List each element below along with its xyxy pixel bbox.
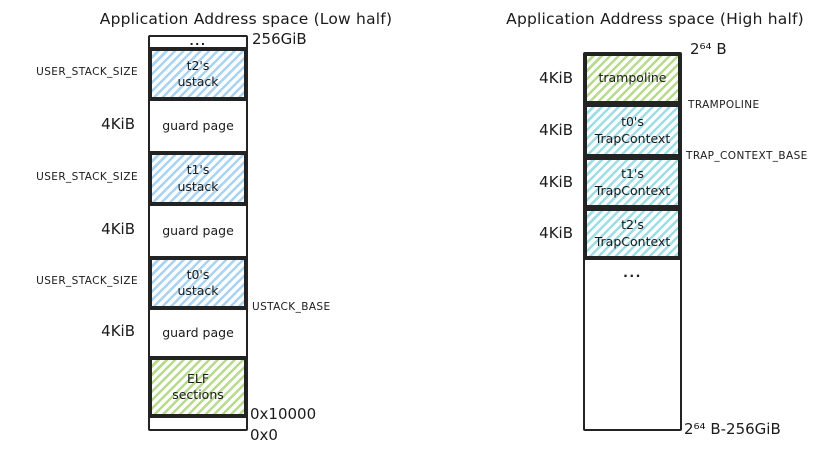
segment-t0-ustack: t0's ustack [150, 258, 246, 310]
segment-t1-trap-context: t1's TrapContext [585, 158, 680, 209]
segment-label: t2's TrapContext [594, 217, 671, 249]
address-label-0x0: 0x0 [250, 426, 278, 444]
address-label-2-64-b: 2⁶⁴ B [690, 40, 727, 58]
address-label-trap-context-base: TRAP_CONTEXT_BASE [686, 150, 808, 162]
high-half-column: trampoline t0's TrapContext t1's TrapCon… [583, 52, 682, 431]
segment-guard-page-a: guard page [150, 101, 246, 153]
low-half-column: ... t2's ustack guard page t1's ustack g… [148, 35, 248, 431]
address-label-trampoline: TRAMPOLINE [688, 99, 760, 111]
low-half-title: Application Address space (Low half) [99, 10, 393, 28]
address-label-256gib: 256GiB [252, 30, 307, 48]
address-label-ustack-base: USTACK_BASE [252, 301, 331, 313]
segment-label: t1's ustack [177, 162, 219, 194]
segment-label: ... [623, 265, 642, 280]
segment-label: t2's ustack [177, 57, 219, 89]
size-label-t2-trap: 4KiB [539, 224, 573, 242]
segment-label: trampoline [598, 70, 667, 86]
segment-trampoline: trampoline [585, 54, 680, 105]
segment-elf-sections: ELF sections [150, 358, 246, 418]
size-label-t1-trap: 4KiB [539, 173, 573, 191]
segment-ellipsis-top: ... [150, 37, 246, 49]
segment-label: t1's TrapContext [594, 166, 671, 198]
segment-bottom-gap [150, 418, 246, 429]
size-label-t0-ustack: USER_STACK_SIZE [36, 275, 138, 287]
size-label-guard-b: 4KiB [101, 220, 135, 238]
segment-t0-trap-context: t0's TrapContext [585, 105, 680, 158]
address-label-2-64-b-minus-256gib: 2⁶⁴ B-256GiB [684, 420, 781, 438]
segment-label: ELF sections [172, 370, 224, 402]
segment-t2-ustack: t2's ustack [150, 49, 246, 101]
segment-label: guard page [162, 117, 234, 133]
size-label-guard-a: 4KiB [101, 115, 135, 133]
segment-ellipsis-rest: ... [585, 260, 680, 429]
size-label-t2-ustack: USER_STACK_SIZE [36, 66, 138, 78]
segment-label: ... [189, 37, 207, 49]
segment-label: guard page [162, 324, 234, 340]
high-half-title: Application Address space (High half) [506, 10, 804, 28]
size-label-t1-ustack: USER_STACK_SIZE [36, 171, 138, 183]
segment-label: t0's TrapContext [594, 114, 671, 146]
segment-label: t0's ustack [177, 266, 219, 298]
segment-guard-page-b: guard page [150, 206, 246, 258]
segment-t1-ustack: t1's ustack [150, 153, 246, 206]
size-label-guard-c: 4KiB [101, 322, 135, 340]
size-label-trampoline: 4KiB [539, 69, 573, 87]
size-label-t0-trap: 4KiB [539, 121, 573, 139]
segment-t2-trap-context: t2's TrapContext [585, 209, 680, 260]
segment-label: guard page [162, 222, 234, 238]
address-label-0x10000: 0x10000 [250, 405, 317, 423]
segment-guard-page-c: guard page [150, 310, 246, 358]
